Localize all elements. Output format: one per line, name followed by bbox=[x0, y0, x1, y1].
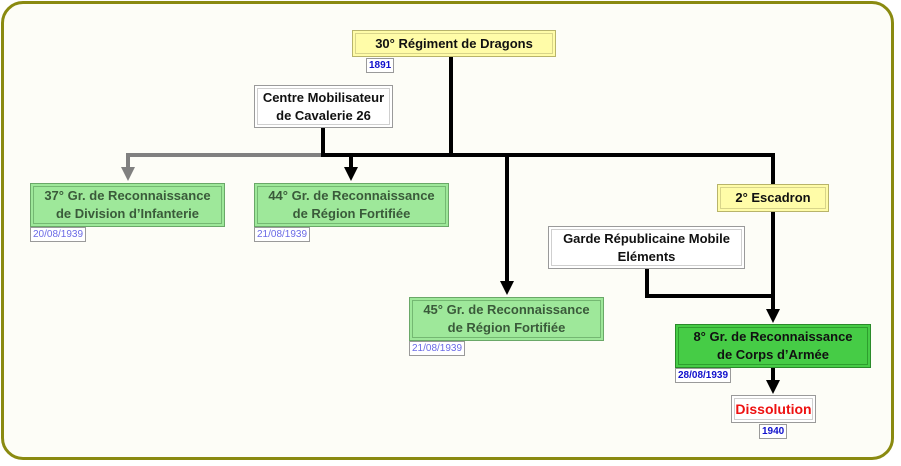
arrowhead-dissolution bbox=[766, 380, 780, 394]
date-badge: 21/08/1939 bbox=[254, 227, 311, 242]
date-badge: 28/08/1939 bbox=[675, 368, 732, 383]
node-label: 45° Gr. de Reconnaissance de Région Fort… bbox=[423, 302, 590, 335]
node-44e-gr-reconnaissance[interactable]: 44° Gr. de Reconnaissance de Région Fort… bbox=[254, 183, 449, 227]
arrowhead-37gr bbox=[121, 167, 135, 181]
node-label: 2° Escadron bbox=[735, 190, 811, 205]
node-45e-gr-reconnaissance[interactable]: 45° Gr. de Reconnaissance de Région Fort… bbox=[409, 297, 604, 341]
date-badge: 21/08/1939 bbox=[409, 341, 466, 356]
node-label: 37° Gr. de Reconnaissance de Division d’… bbox=[44, 188, 211, 221]
diagram-frame bbox=[1, 1, 894, 460]
edge-30rd-to-37gr bbox=[126, 153, 323, 168]
node-label: 8° Gr. de Reconnaissance de Corps d’Armé… bbox=[693, 329, 853, 362]
date-badge: 1891 bbox=[366, 58, 395, 73]
arrowhead-45gr bbox=[500, 281, 514, 295]
node-garde-republicaine-mobile[interactable]: Garde Républicaine Mobile Eléments bbox=[548, 226, 745, 269]
node-2e-escadron[interactable]: 2° Escadron bbox=[717, 184, 829, 212]
arrowhead-44gr bbox=[344, 167, 358, 181]
node-centre-mobilisateur-cavalerie-26[interactable]: Centre Mobilisateur de Cavalerie 26 bbox=[254, 85, 393, 128]
node-dissolution[interactable]: Dissolution bbox=[731, 395, 816, 423]
arrowhead-8gr bbox=[766, 309, 780, 323]
node-label: Dissolution bbox=[735, 401, 812, 417]
edge-grm-to-8gr bbox=[645, 267, 775, 298]
node-37e-gr-reconnaissance[interactable]: 37° Gr. de Reconnaissance de Division d’… bbox=[30, 183, 225, 227]
node-label: Garde Républicaine Mobile Eléments bbox=[563, 230, 730, 264]
node-label: 44° Gr. de Reconnaissance de Région Fort… bbox=[268, 188, 435, 221]
node-8e-gr-reconnaissance[interactable]: 8° Gr. de Reconnaissance de Corps d’Armé… bbox=[675, 324, 871, 368]
node-30e-regiment-de-dragons[interactable]: 30° Régiment de Dragons bbox=[352, 30, 556, 57]
node-label: Centre Mobilisateur de Cavalerie 26 bbox=[262, 89, 385, 123]
node-label: 30° Régiment de Dragons bbox=[375, 35, 533, 51]
date-badge: 1940 bbox=[759, 424, 788, 439]
date-badge: 20/08/1939 bbox=[30, 227, 87, 242]
